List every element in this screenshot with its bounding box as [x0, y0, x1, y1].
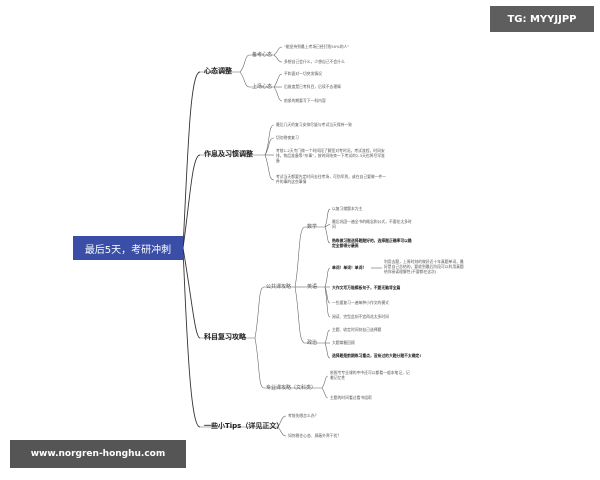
connector-central-zuoxi — [182, 154, 201, 249]
connector-central-tips — [182, 247, 201, 428]
leaf-major-2: 主题的时间看过看书组帮 — [330, 395, 372, 400]
connector-central-kemu — [182, 247, 201, 339]
branch-mindset[interactable]: 心态调整 — [204, 67, 232, 75]
leaf-routine-4: 考试当天都要先定时间去往考场，可别早到，或在自己要做一件一件的事的这些事情 — [276, 174, 387, 184]
branch-tips[interactable]: 一些小Tips（详见正文） — [204, 422, 284, 430]
leaf-english-2: 大作文写万能模板句子，不要无脑背全篇 — [332, 285, 401, 290]
leaf-english-1: 单词！单词！单词！ — [332, 265, 367, 270]
leaf-politics-2: 大题掌握回顾 — [332, 340, 355, 345]
leaf-math-2: 最后巩固一遍全书的概念和公式，不要花太多时间 — [332, 219, 412, 229]
watermark-bottom-left: www.norgren-honghu.com — [10, 440, 186, 468]
leaf-english-note: 利用去题，上周时刻的做好近十年真题单词，最好是自己总结的，要收到最后阶段可以利用… — [384, 259, 464, 274]
sub-exam-day-mindset[interactable]: 上场心态 — [252, 84, 273, 90]
leaf-major-1: 依照专专业课的中中还可以都看一般本笔记，记着记忆性 — [330, 370, 410, 380]
leaf-routine-3: 考前1-2天专门做一个时间段了解室对考时况，考试流程，时间安排，物品准备等“杂事… — [276, 148, 385, 163]
leaf-routine-1: 最后几天的复习安排尽量与考试当天保持一致 — [276, 122, 352, 127]
central-topic[interactable]: 最后5天，考研冲刺 — [73, 236, 183, 260]
watermark-top-right: TG: MYYJJPP — [490, 6, 594, 32]
group-math[interactable]: 数学 — [307, 224, 318, 230]
leaf-tips-1: 考前失眠怎么办？ — [288, 413, 319, 418]
sub-major-courses[interactable]: 专业课攻略（文科类） — [266, 385, 317, 391]
sub-public-courses[interactable]: 公共课攻略 — [266, 284, 292, 290]
leaf-mindset-2: 多想自己会什么，少想自己不会什么 — [284, 59, 345, 64]
branch-routine[interactable]: 作息及习惯调整 — [204, 150, 253, 158]
branch-subject-review[interactable]: 科目复习攻略 — [204, 333, 246, 341]
group-politics[interactable]: 政治 — [307, 340, 318, 346]
leaf-politics-3: 选择题是前期练习重点，没有过的大题分题不太确定! — [332, 353, 422, 358]
leaf-mindset-1: "能坚持到最上考场已经打败50%的人" — [284, 44, 350, 49]
leaf-examday-2: 后维度是已考科目，后续不去理睬 — [284, 84, 341, 89]
leaf-tips-2: 如何稳住心态、屏蔽外界干扰？ — [288, 433, 342, 438]
leaf-routine-2: 切勿熬夜复习 — [276, 135, 299, 140]
leaf-math-3: 熟练做习题选择题题好的，选择题正确率可以稳定全都得分最高 — [332, 238, 412, 248]
leaf-politics-1: 主题、收定时间刻自己选择题 — [332, 327, 382, 332]
leaf-math-1: 以复习储题本为主 — [332, 206, 363, 211]
leaf-english-3: 一些要复习一遍每种小作文的模式 — [332, 300, 389, 305]
leaf-examday-3: 前紧的期要写下一科内容 — [284, 98, 326, 103]
group-english[interactable]: 英语 — [307, 284, 318, 290]
leaf-examday-1: 平和面对一切突发情况 — [284, 71, 322, 76]
sub-exam-prep-mindset[interactable]: 备考心态 — [252, 52, 273, 58]
leaf-english-4: 阅读、完型此刻不宜再花太多时间 — [332, 314, 389, 319]
connector-central-xintai — [182, 71, 201, 249]
